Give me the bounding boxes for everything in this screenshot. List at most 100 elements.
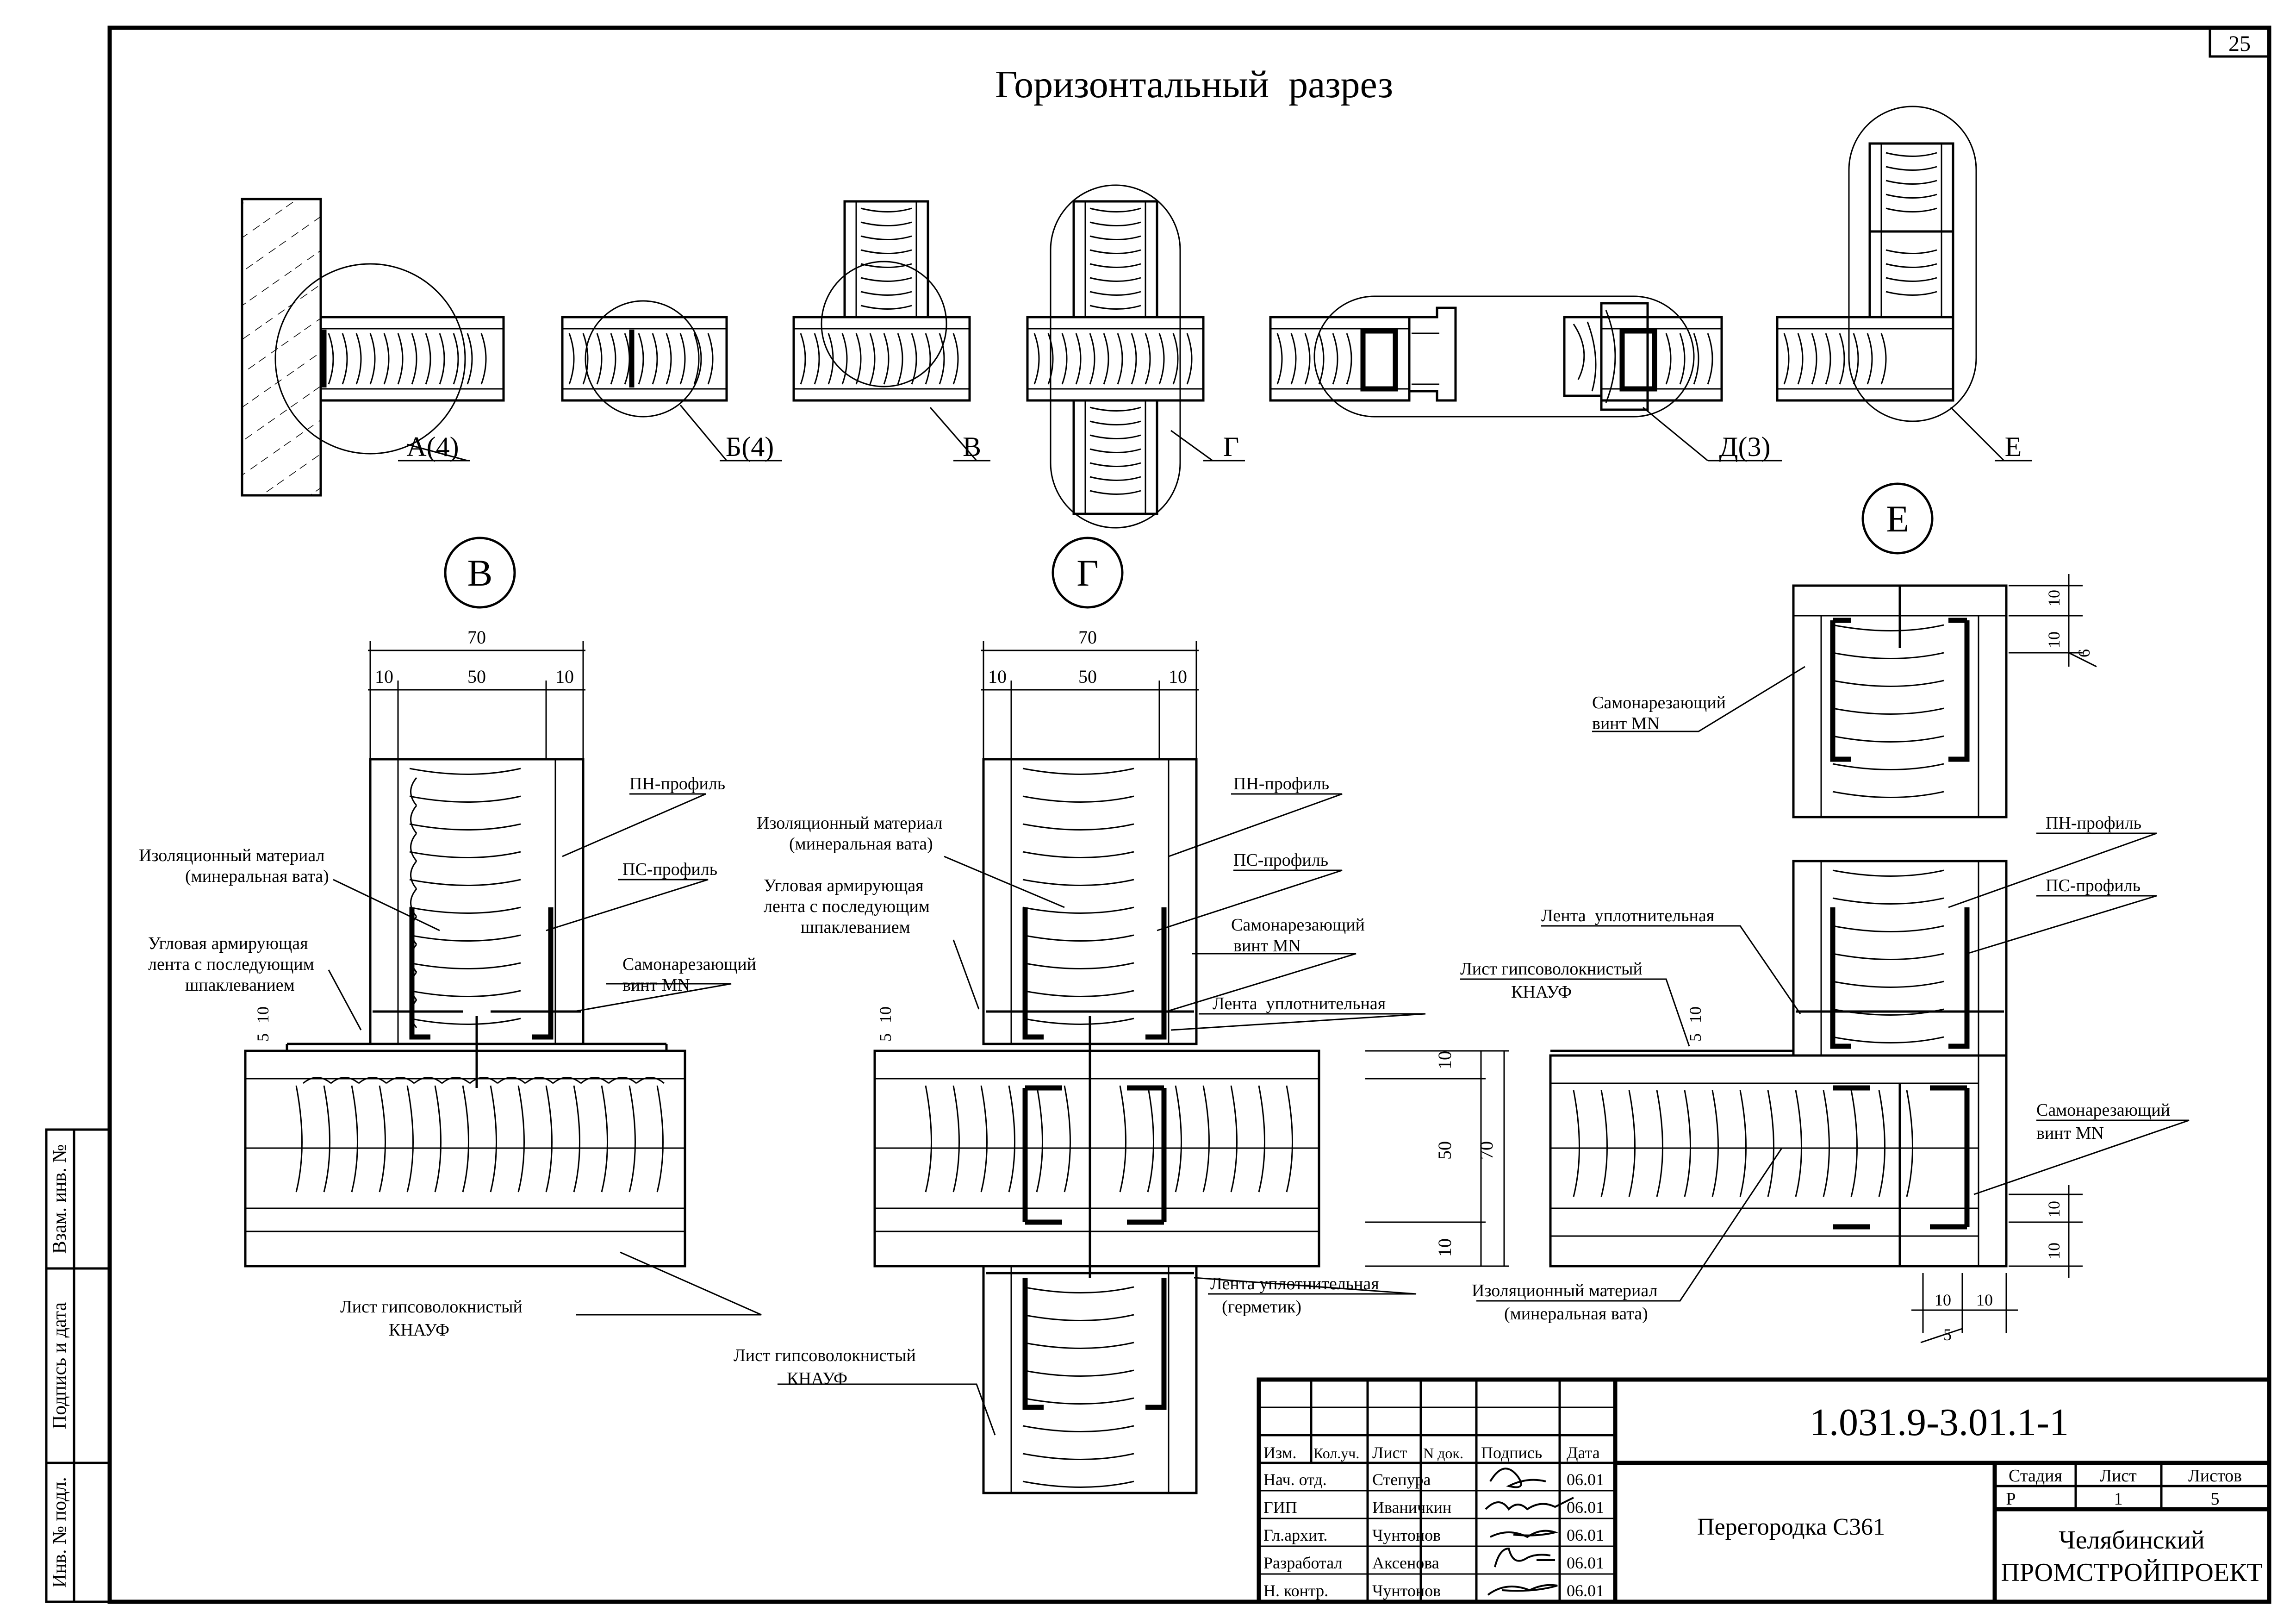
e-callout-sheet1: Лист гипсоволокнистый [1460, 959, 1643, 979]
e-dim-h3: 5 [1943, 1325, 1952, 1344]
tb-org2: ПРОМСТРОЙПРОЕКТ [2001, 1558, 2262, 1587]
stamp-zam-inv: Взам. инв. № [49, 1144, 70, 1254]
e-dim-h1: 10 [1935, 1291, 1951, 1309]
g-callout-insul1: Изоляционный материал [757, 813, 943, 833]
tb-role-2: ГИП [1263, 1498, 1297, 1517]
v-callout-pn: ПН-профиль [629, 774, 725, 793]
detail-g: Г 70 10 50 10 [734, 537, 1509, 1494]
tb-head-sign: Подпись [1481, 1443, 1542, 1462]
overview-label-b: Б(4) [726, 431, 774, 462]
tb-name-1: Степура [1372, 1470, 1431, 1489]
v-dim-right: 10 [555, 666, 574, 687]
tb-name-2: Иваничкин [1372, 1498, 1451, 1517]
e-callout-pn: ПН-профиль [2046, 813, 2141, 833]
g-callout-ps: ПС-профиль [1233, 850, 1328, 870]
v-callout-sheet1: Лист гипсоволокнистый [340, 1297, 523, 1317]
page-title: Горизонтальный разрез [995, 63, 1393, 106]
tb-role-1: Нач. отд. [1263, 1470, 1327, 1489]
e-callout-insul1: Изоляционный материал [1472, 1281, 1658, 1300]
tb-name-5: Чунтонов [1372, 1581, 1441, 1600]
tb-sheets: 5 [2211, 1489, 2220, 1509]
title-block: Изм. Кол.уч. Лист N док. Подпись Дата На… [1257, 1377, 2271, 1604]
e-callout-ps: ПС-профиль [2046, 876, 2140, 895]
tb-head-list: Лист [1372, 1443, 1407, 1462]
tb-head-izm: Изм. [1263, 1443, 1297, 1462]
tb-head-kol: Кол.уч. [1313, 1445, 1359, 1462]
tb-date-3: 06.01 [1567, 1526, 1604, 1544]
tb-role-3: Гл.архит. [1263, 1526, 1327, 1544]
overview-label-a: А(4) [406, 431, 459, 462]
tb-stage: Р [2006, 1489, 2016, 1509]
g-dim-r2: 50 [1434, 1141, 1455, 1160]
g-callout-tape1: Угловая армирующая [764, 876, 924, 895]
g-dim-v1: 5 [876, 1033, 895, 1042]
handwritten-signatures [1485, 1468, 1574, 1596]
tb-sheets-label: Листов [2188, 1466, 2242, 1486]
side-stamp: Взам. инв. № Подпись и дата Инв. № подл. [45, 1128, 111, 1603]
e-dim-t3: 6 [2075, 649, 2093, 657]
g-callout-sheet1: Лист гипсоволокнистый [734, 1346, 916, 1365]
g-dim-r1: 10 [1434, 1051, 1455, 1069]
g-callout-screw1: Самонарезающий [1231, 915, 1365, 935]
detail-v: В 70 10 50 10 5 10 [139, 537, 762, 1340]
e-callout-screw-r1: Самонарезающий [2036, 1100, 2170, 1120]
g-callout-seal2b: (герметик) [1222, 1297, 1301, 1317]
v-dim-mid: 50 [467, 666, 486, 687]
tb-role-5: Н. контр. [1263, 1581, 1328, 1600]
v-dim-v2: 10 [254, 1006, 272, 1023]
e-dim-v2: 10 [1686, 1006, 1705, 1023]
tb-head-date: Дата [1567, 1443, 1600, 1462]
g-dim-r3: 10 [1434, 1238, 1455, 1257]
g-callout-sheet2: КНАУФ [787, 1369, 847, 1388]
overview-label-d: Д(3) [1719, 431, 1771, 462]
g-callout-insul2: (минеральная вата) [789, 834, 933, 854]
page-number: 25 [2228, 31, 2251, 56]
stamp-inv-orig: Инв. № подл. [49, 1477, 70, 1587]
e-callout-seal: Лента уплотнительная [1541, 906, 1714, 925]
g-callout-screw2: винт MN [1233, 936, 1301, 956]
v-dim-total: 70 [467, 627, 486, 648]
e-dim-t1: 10 [2045, 590, 2063, 606]
page-number-box [2209, 26, 2271, 58]
e-dim-v1: 5 [1686, 1033, 1705, 1042]
g-dim-right: 10 [1169, 666, 1187, 687]
tb-code: 1.031.9-3.01.1-1 [1810, 1401, 2069, 1444]
tb-name-4: Аксенова [1372, 1554, 1439, 1572]
e-callout-screw-top2: винт MN [1592, 714, 1660, 733]
e-dim-b1: 10 [2045, 1201, 2063, 1218]
tb-role-4: Разработал [1263, 1554, 1343, 1572]
e-callout-insul2: (минеральная вата) [1504, 1304, 1648, 1324]
e-callout-screw-r2: винт MN [2036, 1124, 2104, 1143]
g-dim-total: 70 [1078, 627, 1097, 648]
g-dim-mid: 50 [1078, 666, 1097, 687]
e-callout-sheet2: КНАУФ [1511, 982, 1572, 1002]
g-callout-tape2: лента с последующим [764, 897, 930, 916]
v-dim-v1: 5 [254, 1033, 272, 1042]
tb-sheet: 1 [2114, 1489, 2123, 1509]
overview-sections: А(4) Б(4) В Г [241, 106, 2032, 529]
v-dim-left: 10 [375, 666, 393, 687]
g-dim-v2: 10 [876, 1006, 895, 1023]
v-callout-screw1: Самонарезающий [622, 955, 756, 974]
detail-v-letter: В [467, 552, 493, 594]
g-callout-seal2a: Лента уплотнительная [1210, 1274, 1379, 1293]
sheet-frame [107, 25, 2271, 1604]
v-callout-insul1: Изоляционный материал [139, 846, 325, 865]
detail-e-letter: Е [1886, 498, 1909, 540]
v-callout-tape3: шпаклеванием [185, 975, 295, 995]
e-dim-t2: 10 [2045, 631, 2063, 648]
e-callout-screw-top1: Самонарезающий [1592, 693, 1726, 712]
tb-head-ndoc: N док. [1423, 1445, 1463, 1462]
stamp-signature-date: Подпись и дата [49, 1302, 70, 1430]
tb-stage-label: Стадия [2009, 1466, 2062, 1486]
detail-g-letter: Г [1076, 552, 1098, 594]
concrete-wall [241, 198, 322, 497]
v-callout-screw2: винт MN [622, 975, 690, 995]
v-callout-tape1: Угловая армирующая [148, 934, 308, 953]
e-dim-h2: 10 [1976, 1291, 1993, 1309]
tb-date-2: 06.01 [1567, 1498, 1604, 1517]
g-dim-left: 10 [988, 666, 1007, 687]
v-callout-insul2: (минеральная вата) [185, 867, 329, 886]
e-dim-b2: 10 [2045, 1243, 2063, 1259]
